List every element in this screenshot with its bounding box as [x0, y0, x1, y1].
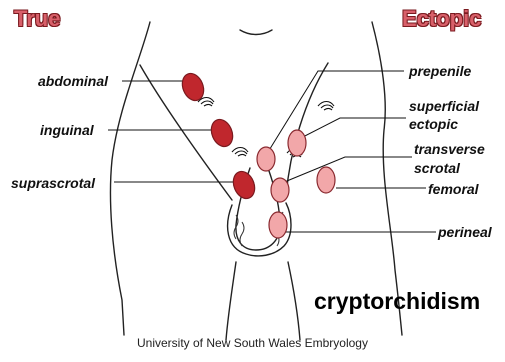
abdomen-line — [240, 30, 272, 35]
testis-abdominal — [178, 70, 207, 103]
testis-perineal — [269, 212, 287, 238]
label-ectopic: ectopic — [409, 116, 458, 132]
label-inguinal: inguinal — [40, 122, 94, 138]
label-superficial: superficial — [409, 98, 479, 114]
testis-suprascrotal — [229, 168, 258, 201]
true-heading: True — [14, 6, 60, 32]
ectopic-testes — [257, 130, 335, 238]
label-abdominal: abdominal — [38, 73, 108, 89]
label-perineal: perineal — [438, 224, 492, 240]
testis-inguinal — [207, 116, 236, 149]
ectopic-heading: Ectopic — [402, 6, 481, 32]
label-suprascrotal: suprascrotal — [11, 175, 95, 191]
credit-line: University of New South Wales Embryology — [0, 336, 505, 350]
left-body-contour — [110, 22, 150, 335]
label-femoral: femoral — [428, 181, 479, 197]
right-inner-leg — [288, 262, 300, 340]
testis-superficial-ectopic — [288, 130, 306, 156]
label-transverse: transverse — [414, 141, 485, 157]
main-title: cryptorchidism — [314, 288, 480, 315]
testis-transverse-scrotal — [271, 178, 289, 202]
label-prepenile: prepenile — [409, 63, 471, 79]
left-inner-leg — [226, 262, 236, 340]
label-scrotal: scrotal — [414, 160, 460, 176]
testis-prepenile — [257, 147, 275, 171]
testis-femoral — [317, 167, 335, 193]
